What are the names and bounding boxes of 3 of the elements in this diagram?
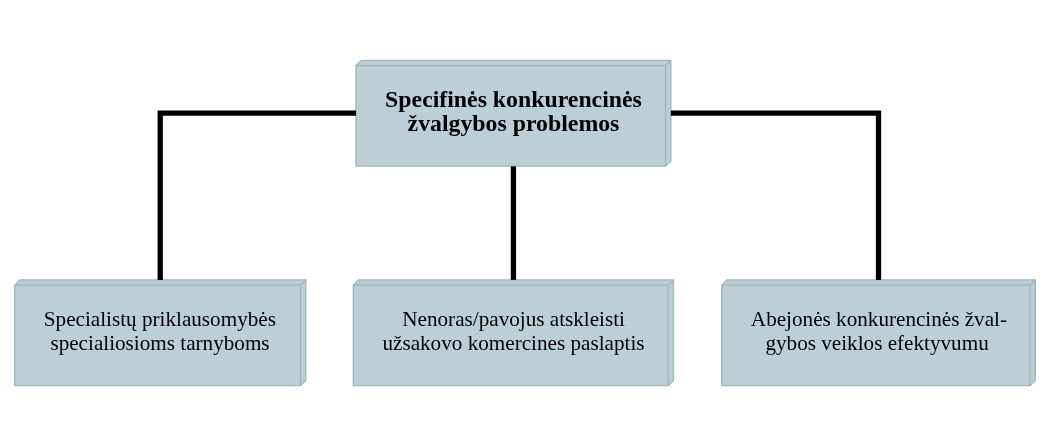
connector	[157, 110, 356, 280]
connector	[510, 165, 517, 280]
connector	[670, 110, 882, 280]
